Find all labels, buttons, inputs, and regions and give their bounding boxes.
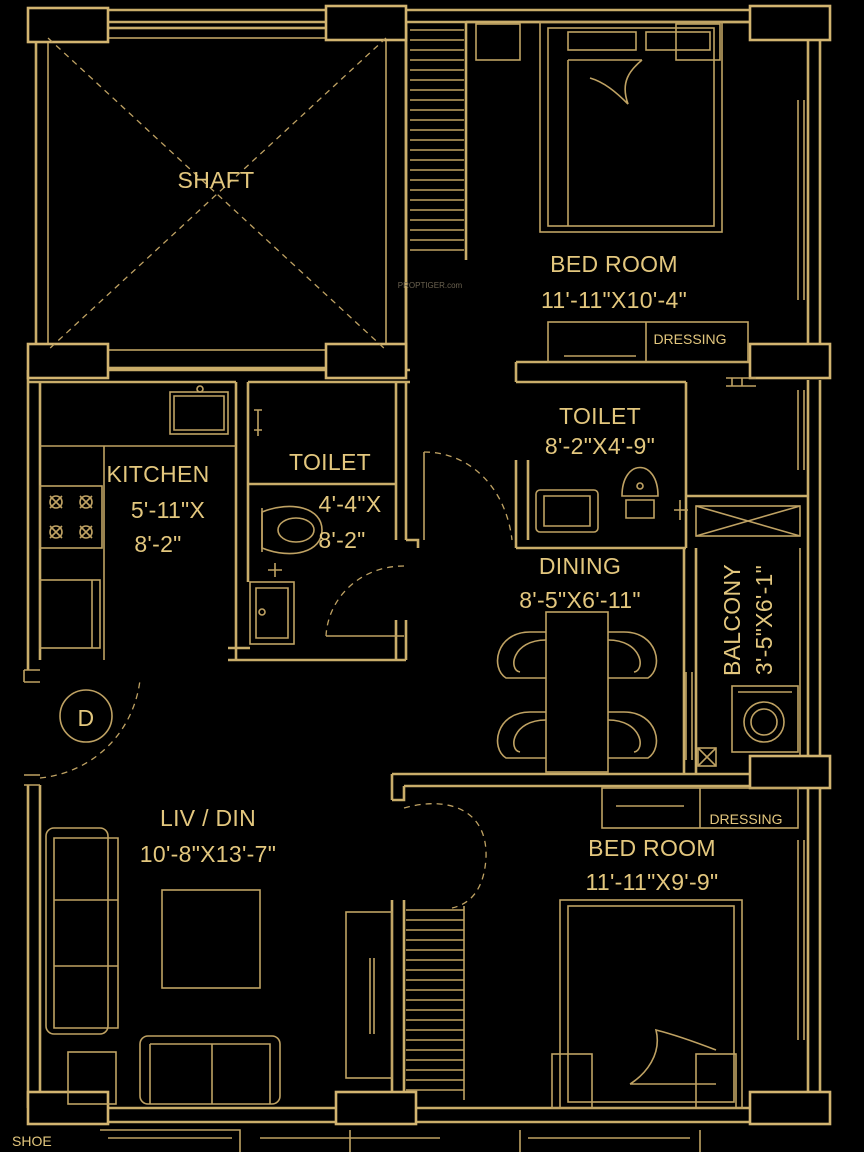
shaft-label: SHAFT (178, 167, 255, 193)
balcony-fixtures (685, 672, 799, 767)
bed-top (475, 21, 723, 233)
dining-label: DINING (539, 553, 621, 579)
dressing-top-label: DRESSING (653, 331, 726, 347)
dining-size: 8'-5"X6'-11" (519, 587, 641, 613)
toilet-common-size-line2: 8'-2" (318, 527, 365, 553)
watermark: PROPTIGER.com (398, 281, 463, 290)
toilet-bed-fixtures (535, 377, 801, 537)
dressing-top (547, 321, 749, 363)
toilet-bed-label: TOILET (559, 403, 641, 429)
liv-din-size: 10'-8"X13'-7" (140, 841, 276, 867)
toilet-bed-size: 8'-2"X4'-9" (545, 433, 655, 459)
entrance-symbol: D (78, 705, 95, 731)
toilet-common-fixtures (249, 409, 323, 645)
balcony-label: BALCONY (719, 564, 745, 676)
entrance-marker: D (59, 689, 113, 743)
door-swings (39, 451, 513, 909)
liv-din-label: LIV / DIN (160, 805, 256, 831)
staircase-top (410, 29, 464, 251)
structural-columns (26, 4, 832, 1126)
bedroom-top-label: BED ROOM (550, 251, 678, 277)
toilet-common-size-line1: 4'-4"X (319, 491, 382, 517)
toilet-common-label: TOILET (289, 449, 371, 475)
kitchen-size-line1: 5'-11"X (131, 497, 205, 523)
bedroom-bottom-size: 11'-11"X9'-9" (585, 869, 718, 895)
shaft-cross (47, 37, 387, 351)
dining-set (496, 611, 658, 773)
kitchen-size-line2: 8'-2" (134, 531, 181, 557)
kitchen-label: KITCHEN (106, 461, 209, 487)
bed-bottom (551, 899, 743, 1109)
balcony-size: 3'-5"X6'-1" (751, 565, 777, 675)
bedroom-bottom-label: BED ROOM (588, 835, 716, 861)
kitchen-fixtures (39, 385, 236, 660)
staircase-bottom (406, 906, 465, 1100)
room-labels: SHAFT BED ROOM 11'-11"X10'-4" PROPTIGER.… (12, 167, 783, 1149)
bedroom-top-size: 11'-11"X10'-4" (541, 287, 687, 313)
dressing-bottom-label: DRESSING (709, 811, 782, 827)
shoe-label: SHOE (12, 1133, 52, 1149)
living-furniture (45, 827, 393, 1105)
dressing-bottom (601, 787, 799, 829)
